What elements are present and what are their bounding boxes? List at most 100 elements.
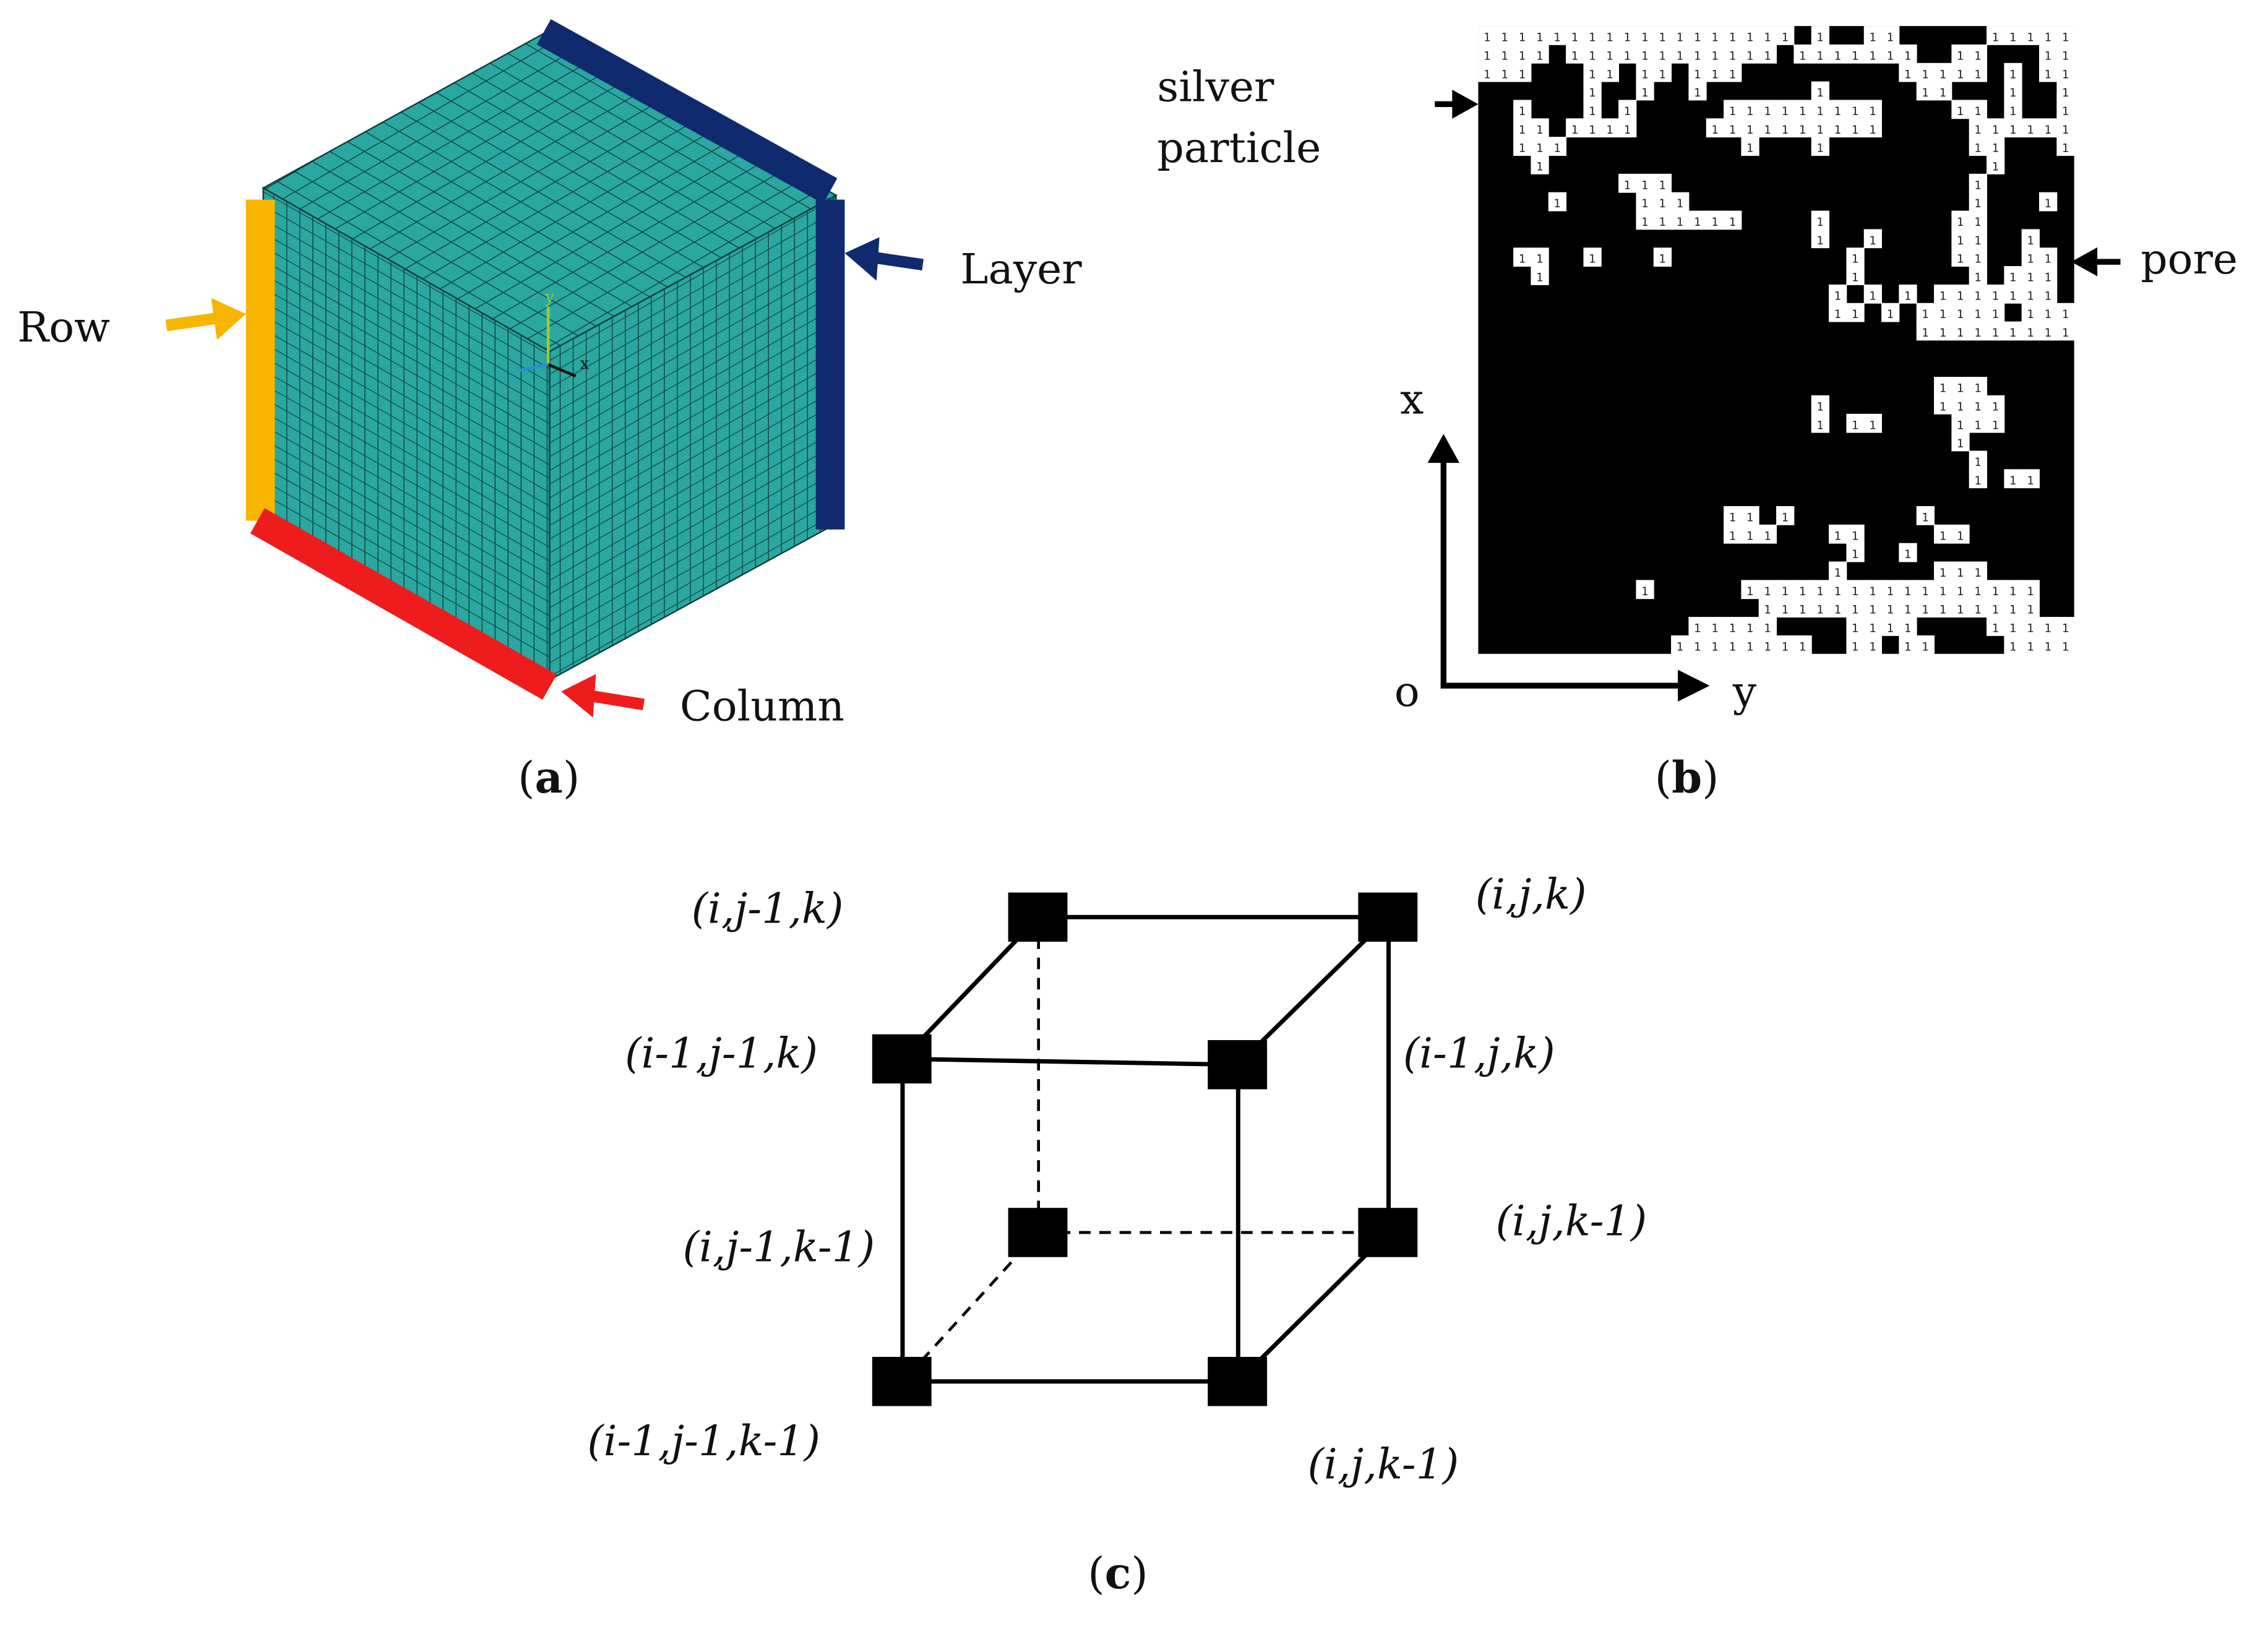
pore-cell xyxy=(1583,247,1602,267)
pore-cell xyxy=(2039,247,2058,267)
pore-cell-value: 1 xyxy=(2009,87,2016,100)
panel-a-triad-x-label: x xyxy=(580,354,590,374)
pore-cell-value: 1 xyxy=(1816,585,1823,598)
pore-cell-value: 1 xyxy=(1536,160,1543,173)
pore-cell-value: 1 xyxy=(2045,640,2051,653)
pore-cell xyxy=(1495,62,1514,82)
pore-cell xyxy=(1741,118,1759,138)
pore-cell xyxy=(1583,62,1602,82)
pore-cell xyxy=(1916,321,1935,341)
pore-cell xyxy=(1531,26,1549,45)
pore-cell xyxy=(1934,580,1952,600)
pore-cell-value: 1 xyxy=(1799,604,1806,617)
pore-cell xyxy=(1846,266,1865,285)
pore-cell-value: 1 xyxy=(1992,622,1999,635)
pore-cell-value: 1 xyxy=(1852,419,1858,432)
pore-cell-value: 1 xyxy=(1729,49,1736,62)
label-front-bottom-left: (i-1,j-1,k-1) xyxy=(587,1416,821,1466)
pore-cell-value: 1 xyxy=(1992,585,1999,598)
pore-cell-value: 1 xyxy=(1519,142,1526,155)
pore-cell xyxy=(1548,137,1567,156)
pore-cell xyxy=(1951,303,1970,322)
pore-cell-value: 1 xyxy=(1957,400,1964,413)
pore-cell-value: 1 xyxy=(1764,640,1771,653)
pore-cell-value: 1 xyxy=(1746,530,1753,543)
pore-cell xyxy=(1671,26,1690,45)
pore-cell xyxy=(1758,617,1777,636)
column-arrow-head xyxy=(561,674,596,718)
pore-cell xyxy=(1846,617,1865,636)
pore-cell xyxy=(1600,62,1620,82)
pore-cell-value: 1 xyxy=(1484,68,1490,81)
pore-cell-value: 1 xyxy=(1939,530,1946,543)
pore-cell xyxy=(1653,62,1672,82)
pore-cell-value: 1 xyxy=(1834,308,1841,321)
pore-cell-value: 1 xyxy=(2009,32,2016,45)
pore-cell-value: 1 xyxy=(1974,419,1981,432)
pore-cell-value: 1 xyxy=(2027,640,2034,653)
pore-cell-value: 1 xyxy=(1589,68,1596,81)
pore-cell xyxy=(1513,118,1532,138)
pore-cell xyxy=(1987,413,2005,433)
pore-cell xyxy=(1758,635,1777,655)
pore-cell xyxy=(1776,506,1795,525)
pore-cell xyxy=(2021,598,2040,618)
pore-cell xyxy=(1916,303,1935,322)
pore-cell xyxy=(1969,210,1987,230)
pore-cell xyxy=(1653,44,1672,64)
pore-cell-value: 1 xyxy=(1957,530,1964,543)
pore-cell-value: 1 xyxy=(2045,272,2051,285)
pore-cell-value: 1 xyxy=(1711,640,1718,653)
pore-cell xyxy=(1600,44,1620,64)
pore-cell xyxy=(1811,395,1830,415)
node-back-bottom-right xyxy=(1358,1208,1418,1257)
axis-origin-label: o xyxy=(1394,666,1420,716)
pore-cell-value: 1 xyxy=(1746,49,1753,62)
pore-cell xyxy=(1653,192,1672,212)
pore-cell xyxy=(1951,247,1970,267)
silver-particle-arrow-head xyxy=(1452,89,1479,119)
pore-cell xyxy=(1881,44,1900,64)
pore-cell xyxy=(2056,81,2075,101)
pore-cell-value: 1 xyxy=(1746,511,1753,524)
y-axis-arrow-head xyxy=(1678,669,1710,702)
pore-cell xyxy=(1776,118,1795,138)
pore-cell-value: 1 xyxy=(1589,49,1596,62)
pore-cell xyxy=(2056,26,2075,45)
pore-cell xyxy=(1724,44,1742,64)
pore-cell xyxy=(1916,580,1935,600)
pore-cell-value: 1 xyxy=(1764,530,1771,543)
pore-cell-value: 1 xyxy=(1816,49,1823,62)
pore-cell xyxy=(2039,192,2058,212)
pore-cell-value: 1 xyxy=(1816,142,1823,155)
pore-cell-value: 1 xyxy=(1992,604,1999,617)
pore-cell-value: 1 xyxy=(2062,622,2069,635)
pore-cell-value: 1 xyxy=(1852,272,1858,285)
pore-cell-value: 1 xyxy=(1887,604,1894,617)
pore-cell xyxy=(1987,155,2005,174)
pore-cell xyxy=(1531,155,1549,174)
pore-cell-value: 1 xyxy=(1922,327,1928,340)
layer-arrow-head xyxy=(844,237,880,281)
pore-cell xyxy=(1811,210,1830,230)
pore-cell-value: 1 xyxy=(1974,290,1981,303)
pore-cell-value: 1 xyxy=(2009,604,2016,617)
pore-cell-value: 1 xyxy=(2009,622,2016,635)
pore-cell-value: 1 xyxy=(1589,32,1596,45)
pore-cell-value: 1 xyxy=(1974,253,1981,266)
pore-cell-value: 1 xyxy=(2045,253,2051,266)
pore-cell xyxy=(1987,617,2005,636)
pore-cell-value: 1 xyxy=(1624,124,1631,137)
pore-cell xyxy=(2004,266,2022,285)
pore-cell-value: 1 xyxy=(1974,179,1981,192)
pore-cell-value: 1 xyxy=(1974,272,1981,285)
pore-cell-value: 1 xyxy=(1694,49,1701,62)
pore-cell-value: 1 xyxy=(1624,105,1631,118)
pore-cell xyxy=(2004,635,2022,655)
pore-cell xyxy=(1583,100,1602,119)
pore-cell xyxy=(1969,44,1987,64)
pore-cell-value: 1 xyxy=(1746,585,1753,598)
pore-cell xyxy=(1934,524,1952,544)
pore-cell-value: 1 xyxy=(1974,585,1981,598)
